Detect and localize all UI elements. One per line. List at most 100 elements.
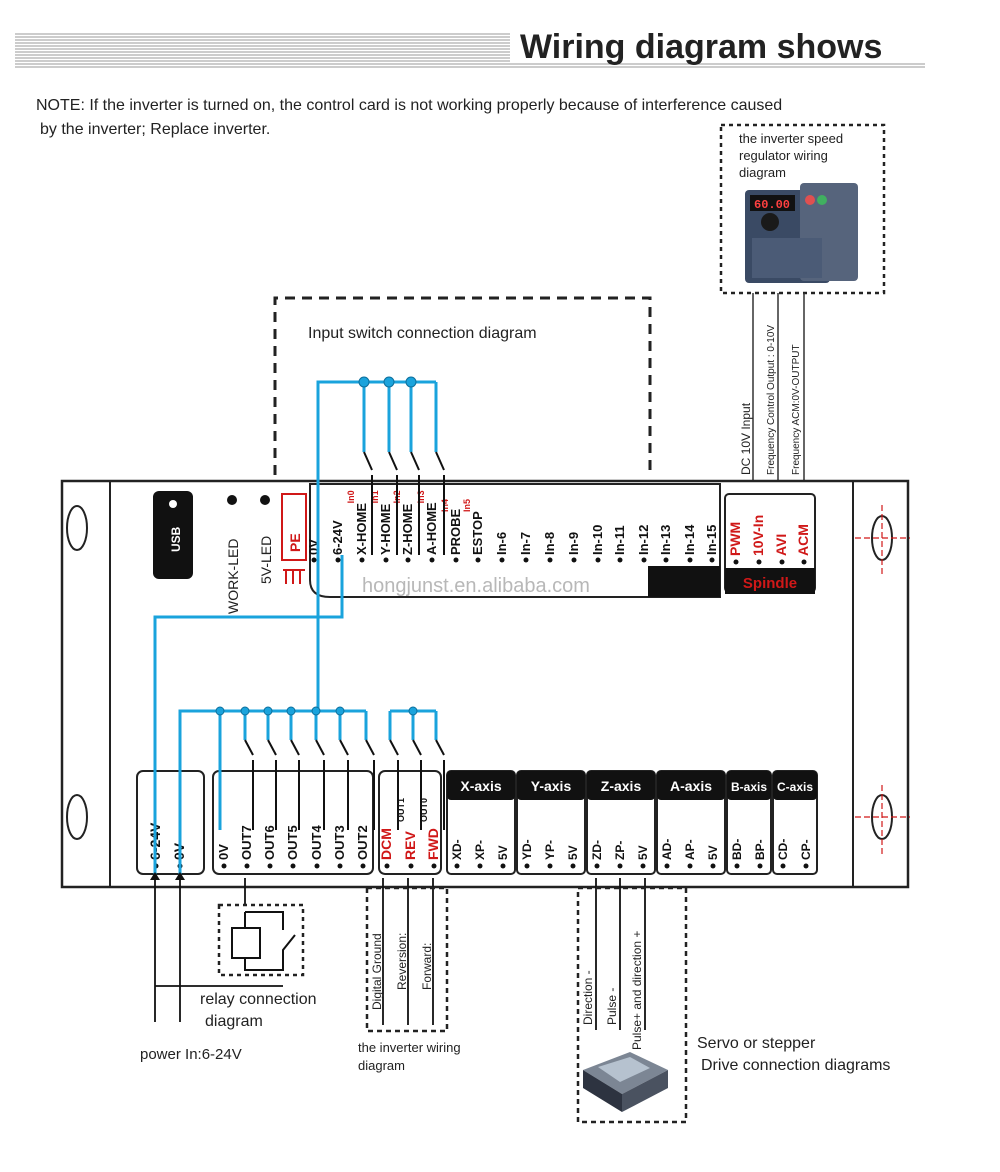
inverter-out-block (378, 770, 442, 875)
axis-header-a-axis (657, 771, 725, 800)
page-title: Wiring diagram shows (520, 28, 882, 66)
axis-y-axis-5v-dot (570, 863, 576, 869)
output-0v-dot (221, 863, 227, 869)
terminal-in-13-dot (663, 557, 669, 563)
inverter-terminal-fwd-sub: OUT0 (419, 798, 429, 822)
input-box-title: Input switch connection diagram (308, 325, 537, 342)
axis-pin-y-axis-yd: YD- (520, 839, 534, 860)
relay-caption-2: diagram (205, 1013, 263, 1030)
terminal-6-24v: 6-24V (330, 520, 345, 555)
axis-header-z-axis (587, 771, 655, 800)
5v-led-label: 5V-LED (258, 536, 274, 584)
axis-pin-c-axis-cd: CD- (776, 839, 790, 860)
axis-title-c-axis: C-axis (777, 780, 813, 794)
spindle-acm-dot (801, 559, 807, 565)
note-line-1: NOTE: If the inverter is turned on, the … (36, 97, 782, 114)
spindle-pwm-dot (733, 559, 739, 565)
axis-pin-a-axis-ad: AD- (660, 839, 674, 860)
inverter-rev-dot (408, 863, 414, 869)
servo-caption-1: Servo or stepper (697, 1035, 816, 1052)
output-out4-dot (314, 863, 320, 869)
axis-pin-a-axis-ap: AP- (683, 839, 697, 860)
spindle-signal-dc-input: DC 10V Input (739, 402, 753, 475)
inverter-signal-forward: Forward: (420, 943, 434, 990)
inverter-wiring-box (365, 886, 449, 1033)
terminal-in-6-dot (499, 557, 505, 563)
terminal-x-home: X-HOME (354, 503, 369, 555)
inverter-terminal-fwd: FWD (425, 828, 441, 860)
terminal-in-14: In-14 (682, 524, 697, 555)
mount-hole-right-bottom (855, 785, 910, 855)
axis-header-x-axis (447, 771, 515, 800)
output-terminal-out3: OUT3 (332, 825, 347, 860)
terminal-in-11-dot (617, 557, 623, 563)
axis-c-axis-cp-dot (803, 863, 809, 869)
axis-pin-z-axis-5v: 5V (636, 845, 650, 860)
axis-b-axis-bd-dot (734, 863, 740, 869)
note-line-2: by the inverter; Replace inverter. (40, 121, 270, 138)
work-led-label: WORK-LED (225, 539, 241, 614)
axis-pin-z-axis-zp: ZP- (613, 841, 627, 860)
spindle-title: Spindle (743, 575, 797, 592)
axis-pin-b-axis-bp: BP- (753, 839, 767, 860)
mount-hole-left-top (66, 505, 88, 551)
output-switches (244, 739, 445, 830)
usb-indicator (169, 500, 177, 508)
output-out7-dot (244, 863, 250, 869)
terminal-a-home-sub: In3 (416, 490, 426, 503)
axis-title-a-axis: A-axis (670, 778, 712, 794)
terminal-in-9: In-9 (566, 532, 581, 555)
servo-drive-box (576, 886, 688, 1124)
axis-z-axis-zd-dot (594, 863, 600, 869)
relay-icon (231, 911, 296, 971)
terminal-in-10: In-10 (590, 525, 605, 555)
terminal-y-home-sub: In1 (370, 490, 380, 503)
output-out5-dot (290, 863, 296, 869)
usb-label: USB (169, 526, 183, 552)
axis-pin-x-axis-5v: 5V (496, 845, 510, 860)
inverter-device-icon: 60.00 (745, 183, 858, 283)
terminal-estop: ESTOP (470, 511, 485, 555)
terminal-6-24v-dot (335, 557, 341, 563)
input-switch-box (273, 296, 652, 475)
pe-label: PE (287, 533, 303, 552)
usb-port (153, 491, 193, 579)
terminal-in-11: In-11 (612, 525, 627, 555)
axis-header-y-axis (517, 771, 585, 800)
output-out6-dot (267, 863, 273, 869)
output-terminal-out6: OUT6 (262, 825, 277, 860)
axis-title-z-axis: Z-axis (601, 778, 642, 794)
axis-pin-y-axis-yp: YP- (543, 840, 557, 860)
inverter-screen: 60.00 (754, 198, 790, 212)
terminal-in-7: In-7 (518, 532, 533, 555)
terminal-y-home-dot (383, 557, 389, 563)
inverter-signal-reversion: Reversion: (395, 933, 409, 990)
axis-header-b-axis (727, 771, 771, 800)
axis-blocks: X-axisXD-XP-5VY-axisYD-YP-5VZ-axisZD-ZP-… (446, 770, 818, 875)
wire-junctions (215, 376, 418, 716)
drive-signal-direction: Direction - (581, 970, 595, 1025)
axis-x-axis-xp-dot (477, 863, 483, 869)
output-terminal-out7: OUT7 (239, 825, 254, 860)
inverter-speed-line-2: regulator wiring (739, 148, 828, 163)
axis-pin-z-axis-zd: ZD- (590, 840, 604, 860)
axis-a-axis-ad-dot (664, 863, 670, 869)
terminal-in-12-dot (641, 557, 647, 563)
terminal-probe: PROBE (448, 508, 463, 555)
inverter-terminal-rev-sub: OUT1 (396, 798, 406, 822)
5v-led-dot (260, 495, 270, 505)
spindle-title-bar (725, 568, 815, 594)
header-stripes (15, 33, 925, 68)
output-terminal-out5: OUT5 (285, 825, 300, 860)
axis-z-axis-5v-dot (640, 863, 646, 869)
axis-pin-b-axis-bd: BD- (730, 839, 744, 860)
input-switches (363, 451, 445, 555)
axis-z-axis-zp-dot (617, 863, 623, 869)
